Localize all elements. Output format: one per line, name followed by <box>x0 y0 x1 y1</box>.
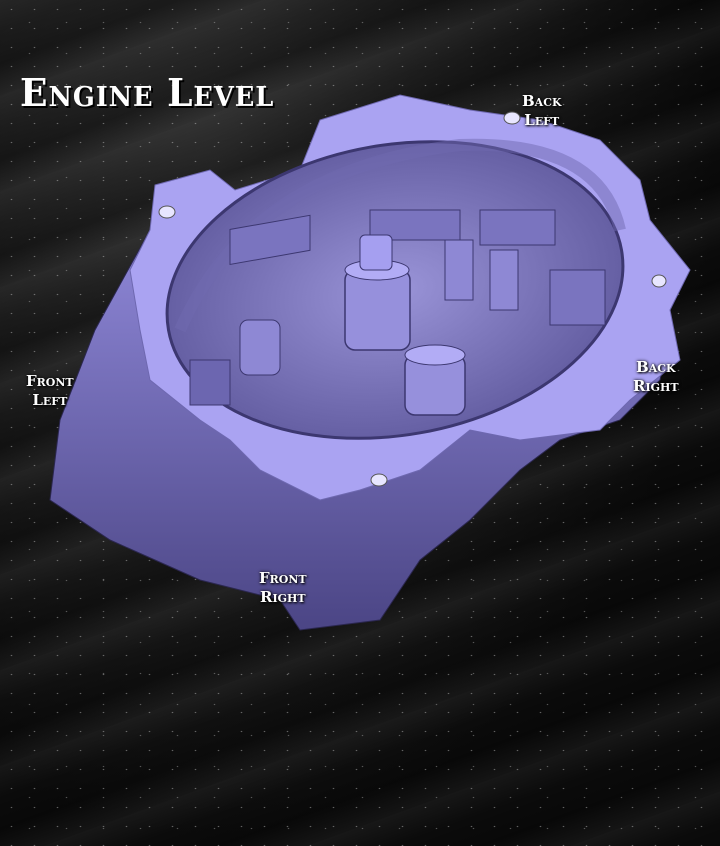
console-right-lower <box>549 269 606 326</box>
label-back-right: Back Right <box>633 358 679 395</box>
peg <box>370 473 388 487</box>
console-left <box>229 214 311 266</box>
page-title: Engine Level <box>20 70 275 115</box>
pillar-1 <box>444 239 474 301</box>
peg <box>158 205 176 219</box>
console-front-left <box>189 359 231 406</box>
console-right <box>479 209 556 246</box>
pillar-2 <box>489 249 519 311</box>
peg <box>651 274 667 288</box>
peg <box>503 111 521 125</box>
boiler-center <box>344 269 411 351</box>
label-front-right: Front Right <box>259 569 307 606</box>
label-back-left: Back Left <box>522 92 562 129</box>
label-front-left: Front Left <box>26 372 74 409</box>
tank-left <box>239 319 281 376</box>
